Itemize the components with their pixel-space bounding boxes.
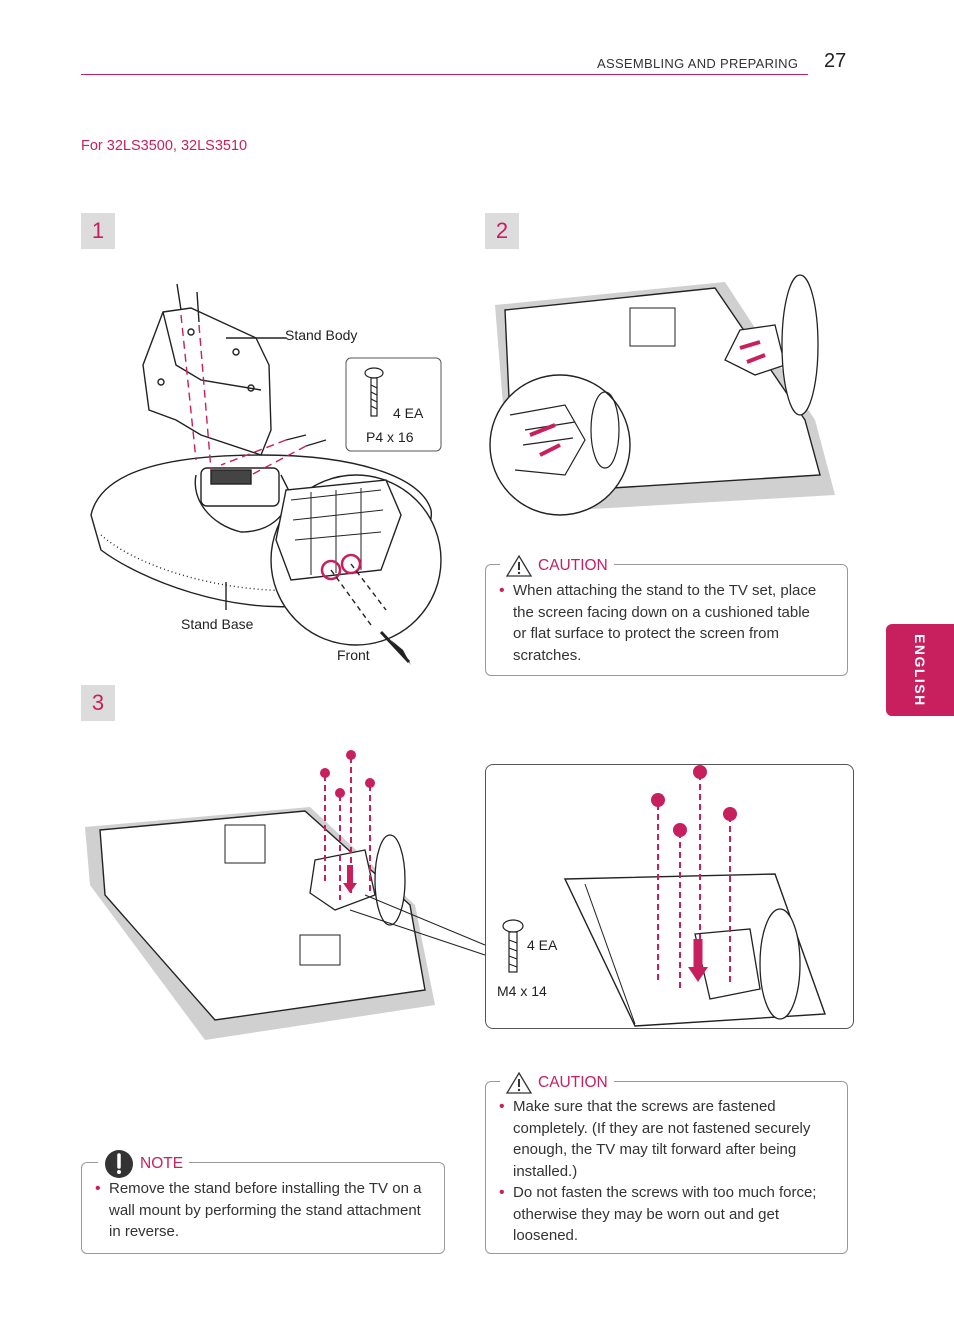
screw-icon bbox=[502, 919, 524, 973]
caution-box-2: CAUTION Make sure that the screws are fa… bbox=[485, 1071, 848, 1254]
language-tab-label: ENGLISH bbox=[912, 633, 928, 707]
caution-box-1: CAUTION When attaching the stand to the … bbox=[485, 554, 848, 676]
screw-detail-illustration bbox=[502, 765, 826, 1027]
note-title: NOTE bbox=[140, 1155, 184, 1172]
step1-screw-qty: 4 EA bbox=[393, 405, 424, 421]
section-title: ASSEMBLING AND PREPARING bbox=[597, 56, 799, 71]
model-line: For 32LS3500, 32LS3510 bbox=[81, 138, 248, 154]
step-3-number: 3 bbox=[91, 690, 105, 715]
language-tab: ENGLISH bbox=[886, 624, 954, 716]
caution1-item: When attaching the stand to the TV set, … bbox=[499, 580, 819, 666]
stand-assembly-illustration bbox=[90, 283, 442, 665]
tv-back-screws-illustration bbox=[85, 750, 486, 1040]
step1-screw-size: P4 x 16 bbox=[366, 429, 414, 445]
header-rule bbox=[81, 74, 808, 75]
step-1-number: 1 bbox=[91, 218, 105, 243]
step3-screw-size: M4 x 14 bbox=[497, 983, 547, 999]
note-box: NOTE Remove the stand before installing … bbox=[81, 1149, 445, 1254]
note-item: Remove the stand before installing the T… bbox=[95, 1178, 425, 1243]
tv-stand-attach-illustration bbox=[489, 274, 835, 516]
step-2-badge: 2 bbox=[485, 213, 519, 249]
note-exclamation-icon bbox=[105, 1150, 133, 1178]
caution-title-1: CAUTION bbox=[538, 557, 608, 574]
caution2-item: Make sure that the screws are fastened c… bbox=[499, 1096, 829, 1182]
step-1-badge: 1 bbox=[81, 213, 115, 249]
caution2-item: Do not fasten the screws with too much f… bbox=[499, 1182, 829, 1247]
caution-title-2: CAUTION bbox=[538, 1074, 608, 1091]
step3-screw-qty: 4 EA bbox=[527, 937, 558, 953]
caution-triangle-icon bbox=[505, 554, 533, 577]
stand-base-label: Stand Base bbox=[181, 616, 254, 632]
step-2-number: 2 bbox=[495, 218, 509, 243]
caution-triangle-icon bbox=[505, 1071, 533, 1094]
front-label: Front bbox=[337, 647, 370, 663]
step-3-badge: 3 bbox=[81, 685, 115, 721]
page-number: 27 bbox=[824, 50, 847, 72]
stand-body-label: Stand Body bbox=[285, 327, 358, 343]
screw-icon bbox=[364, 367, 384, 417]
